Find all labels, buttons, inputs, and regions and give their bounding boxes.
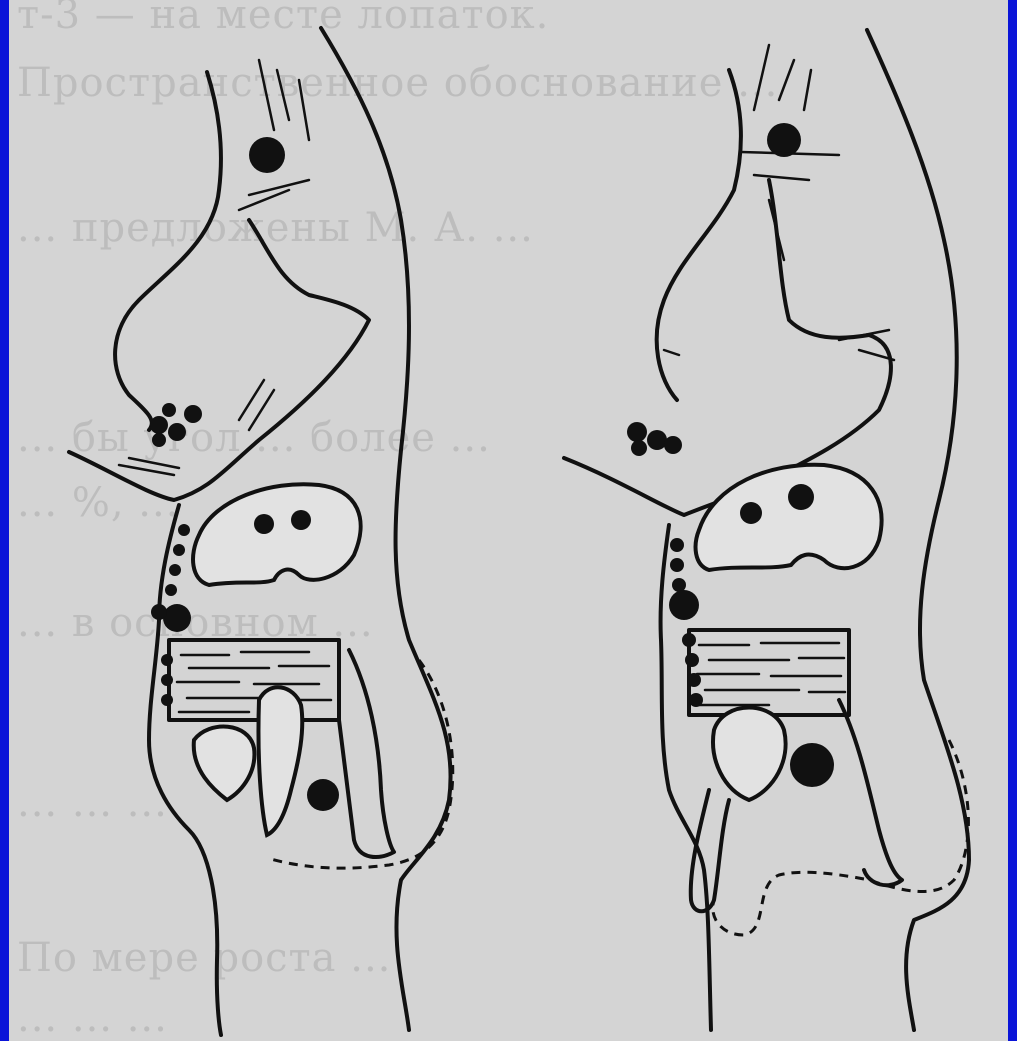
anatomy-drawing [9,0,1008,1041]
left-organ-dot [254,514,274,534]
left-node-chain [151,524,191,706]
right-leg-contour [839,700,902,885]
left-hand-nodes [150,403,202,447]
right-hand-nodes [627,422,682,456]
left-node-large [307,779,339,811]
figure-frame: т-3 — на месте лопаток. Пространственное… [9,0,1008,1041]
left-figure [69,28,453,1035]
right-hatched-region [689,630,849,715]
left-neck-node [249,137,285,173]
left-bladder [194,727,255,800]
right-genital-contour [691,790,729,911]
right-shading [664,45,894,360]
right-organ-dot [740,502,762,524]
left-abdominal-organ [193,484,361,585]
left-chest-contour [115,72,221,430]
left-organ-dot [291,510,311,530]
left-leg-contour [339,650,394,857]
right-abdominal-organ [696,465,882,570]
left-pelvic-organ [258,687,302,835]
right-arm-contour [564,180,891,515]
left-hatched-region [169,640,339,720]
right-organ-dot [788,484,814,510]
right-bladder [713,708,786,801]
right-figure [564,30,969,1030]
right-node-large [790,743,834,787]
